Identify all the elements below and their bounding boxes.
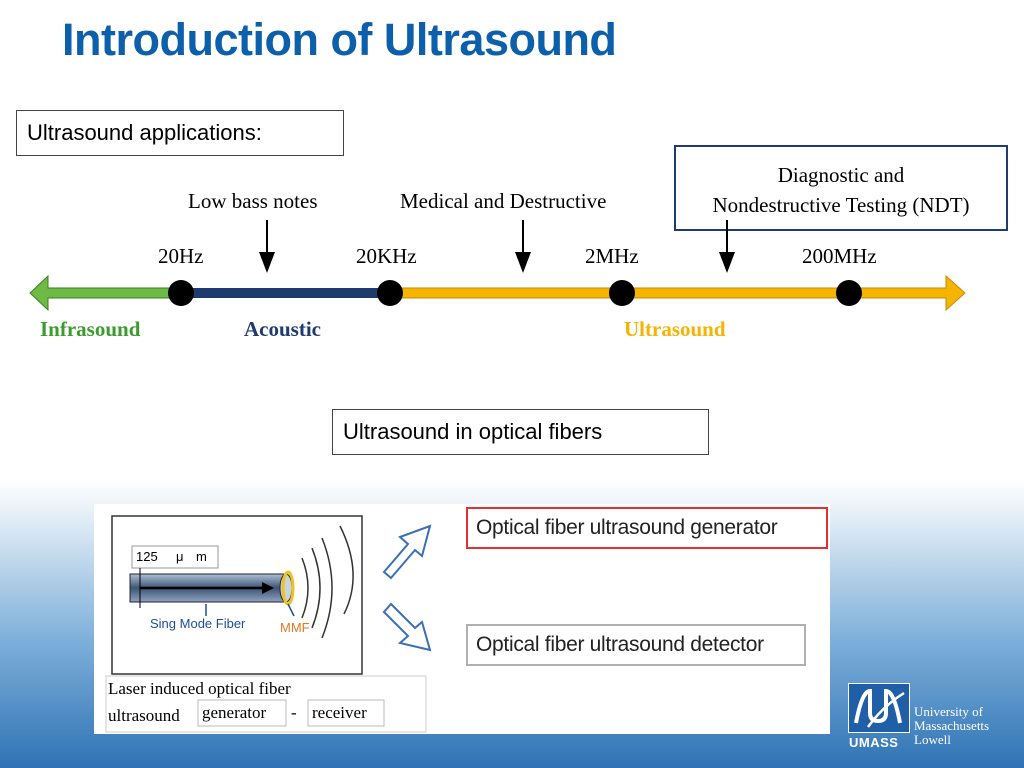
umass-brand: UMASS xyxy=(849,735,899,750)
dim-m: m xyxy=(196,549,207,564)
caption-dash: - xyxy=(291,703,297,722)
boundary-dot-2mhz xyxy=(609,280,635,306)
band-label-acoustic: Acoustic xyxy=(244,317,321,341)
frequency-spectrum-diagram xyxy=(29,220,966,312)
generator-box: Optical fiber ultrasound generator xyxy=(466,507,828,549)
smf-label: Sing Mode Fiber xyxy=(150,616,246,631)
university-line-1: University of xyxy=(914,704,983,719)
university-name: University of Massachusetts Lowell xyxy=(914,705,989,747)
university-line-3: Lowell xyxy=(914,732,951,747)
pointer-arrow-medical xyxy=(515,220,531,273)
caption-generator: generator xyxy=(202,703,267,722)
umass-logo-icon xyxy=(848,683,910,733)
low-bass-annotation: Low bass notes xyxy=(188,189,318,213)
arrow-to-generator xyxy=(382,524,432,580)
dim-125: 125 xyxy=(136,549,158,564)
ultrasound-segment xyxy=(389,274,966,312)
dim-mu: μ xyxy=(176,549,184,564)
optical-fiber-figure: 125 μ m Sing Mode Fiber MMF Laser induce… xyxy=(94,504,830,734)
boundary-dot-20hz xyxy=(168,280,194,306)
slide-title: Introduction of Ultrasound xyxy=(62,14,617,65)
caption-receiver: receiver xyxy=(312,703,367,722)
arrow-to-detector xyxy=(382,602,432,652)
pointer-arrow-low-bass xyxy=(259,220,275,273)
optical-fibers-label: Ultrasound in optical fibers xyxy=(332,409,709,455)
freq-label-20hz: 20Hz xyxy=(158,244,204,268)
applications-label: Ultrasound applications: xyxy=(16,110,344,156)
freq-label-2mhz: 2MHz xyxy=(585,244,639,268)
acoustic-segment xyxy=(181,288,390,298)
university-line-2: Massachusetts xyxy=(914,718,990,733)
medical-annotation: Medical and Destructive xyxy=(400,189,607,213)
ndt-annotation-box: Diagnostic and Nondestructive Testing (N… xyxy=(674,145,1008,231)
detector-box: Optical fiber ultrasound detector xyxy=(466,624,806,666)
ndt-line-2: Nondestructive Testing (NDT) xyxy=(712,193,970,217)
freq-label-200mhz: 200MHz xyxy=(802,244,877,268)
freq-label-20khz: 20KHz xyxy=(356,244,417,268)
infrasound-segment xyxy=(29,274,182,312)
band-label-ultrasound: Ultrasound xyxy=(624,317,726,341)
boundary-dot-20khz xyxy=(377,280,403,306)
fiber-schematic xyxy=(105,515,432,733)
caption-line-1: Laser induced optical fiber xyxy=(108,679,291,698)
ndt-line-1: Diagnostic and xyxy=(777,163,905,187)
caption-ultrasound: ultrasound xyxy=(108,706,180,725)
pointer-arrow-ndt xyxy=(719,220,735,273)
band-label-infrasound: Infrasound xyxy=(40,317,141,341)
boundary-dot-200mhz xyxy=(836,280,862,306)
mmf-label: MMF xyxy=(280,620,310,635)
